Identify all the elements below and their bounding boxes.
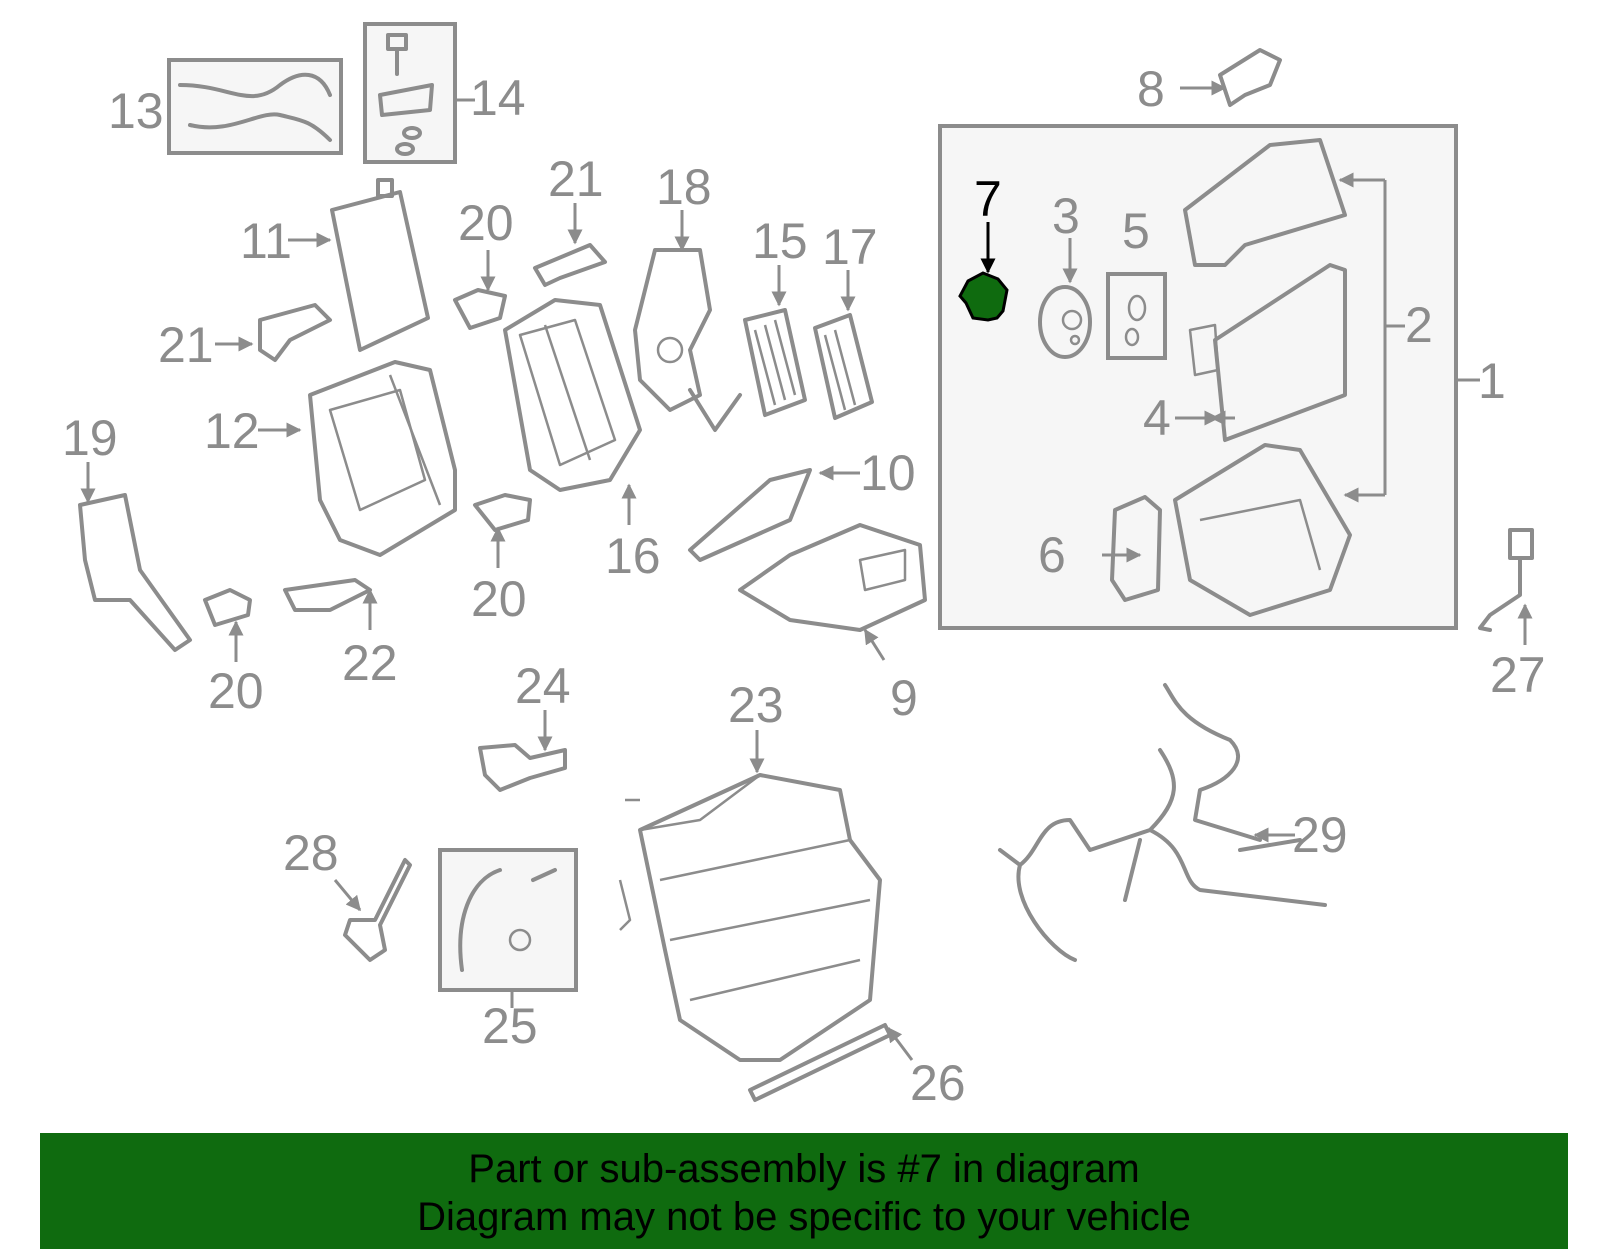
callout-15: 15 <box>752 213 808 269</box>
part-15-heater-core <box>743 308 807 417</box>
part-3-motor <box>1038 285 1092 359</box>
part-10-seal <box>688 468 812 562</box>
part-12-case-half <box>308 360 457 557</box>
callout-22: 22 <box>342 635 398 691</box>
part-21-bracket-left <box>258 303 332 362</box>
callout-29: 29 <box>1292 807 1348 863</box>
callout-8: 8 <box>1137 61 1165 117</box>
callout-12: 12 <box>204 403 260 459</box>
part-26-seal-strip <box>748 1023 892 1102</box>
callout-13: 13 <box>108 83 164 139</box>
part-25-drain-kit <box>438 848 578 992</box>
part-17-heater-core <box>813 313 874 420</box>
part-19-duct <box>78 493 192 652</box>
part-13-hoses <box>167 58 343 155</box>
callout-18: 18 <box>656 159 712 215</box>
part-27-sensor <box>1478 528 1534 632</box>
part-11-core <box>330 178 430 352</box>
part-14-hardware-kit <box>363 22 457 164</box>
callout-20-c: 20 <box>208 663 264 719</box>
callout-6: 6 <box>1038 527 1066 583</box>
part-18-linkage <box>633 248 742 432</box>
part-5-gasket-kit <box>1106 272 1167 360</box>
part-2-lower-duct <box>1173 443 1352 617</box>
callout-24: 24 <box>515 658 571 714</box>
part-1-assembly-box <box>938 124 1458 630</box>
callout-5: 5 <box>1122 203 1150 259</box>
callout-17: 17 <box>822 219 878 275</box>
part-24-sensor <box>478 743 567 792</box>
part-7-highlighted <box>958 271 1009 322</box>
callout-20-a: 20 <box>458 195 514 251</box>
part-6-cover <box>1110 495 1162 602</box>
callout-25: 25 <box>482 998 538 1054</box>
callout-3: 3 <box>1052 188 1080 244</box>
callout-4: 4 <box>1143 390 1171 446</box>
callout-14: 14 <box>470 70 526 126</box>
part-23-hvac-case <box>618 773 882 1062</box>
part-2-upper-duct <box>1183 138 1347 267</box>
part-28-sensor <box>343 858 412 962</box>
callout-27: 27 <box>1490 647 1546 703</box>
callout-9: 9 <box>890 670 918 726</box>
part-9-housing <box>738 523 927 632</box>
part-20-clip-lower-left <box>203 588 252 627</box>
banner-line-1: Part or sub-assembly is #7 in diagram <box>468 1147 1140 1191</box>
banner-line-2: Diagram may not be specific to your vehi… <box>417 1195 1191 1239</box>
callout-7: 7 <box>974 171 1002 227</box>
part-20-clip-upper <box>453 288 507 330</box>
info-banner: Part or sub-assembly is #7 in diagram Di… <box>40 1133 1568 1249</box>
callout-23: 23 <box>728 677 784 733</box>
parts-diagram: 1 2 3 4 5 6 7 8 9 10 11 12 13 14 15 16 1… <box>62 22 1546 1111</box>
part-8-clip <box>1218 48 1282 107</box>
part-16-case <box>503 298 642 492</box>
part-20-clip-middle <box>473 493 532 532</box>
leader-lines <box>80 80 1533 1061</box>
callout-28: 28 <box>283 825 339 881</box>
part-21-bracket-upper <box>533 243 607 287</box>
callout-16: 16 <box>605 528 661 584</box>
part-29-harness <box>998 683 1327 962</box>
callout-10: 10 <box>860 445 916 501</box>
callout-21-b: 21 <box>158 317 214 373</box>
callout-21-a: 21 <box>548 151 604 207</box>
callout-1: 1 <box>1478 353 1506 409</box>
callout-20-b: 20 <box>471 571 527 627</box>
part-22-bracket <box>283 578 372 612</box>
callout-11: 11 <box>240 213 292 269</box>
callout-2: 2 <box>1405 297 1433 353</box>
callout-19: 19 <box>62 410 118 466</box>
callout-26: 26 <box>910 1055 966 1111</box>
